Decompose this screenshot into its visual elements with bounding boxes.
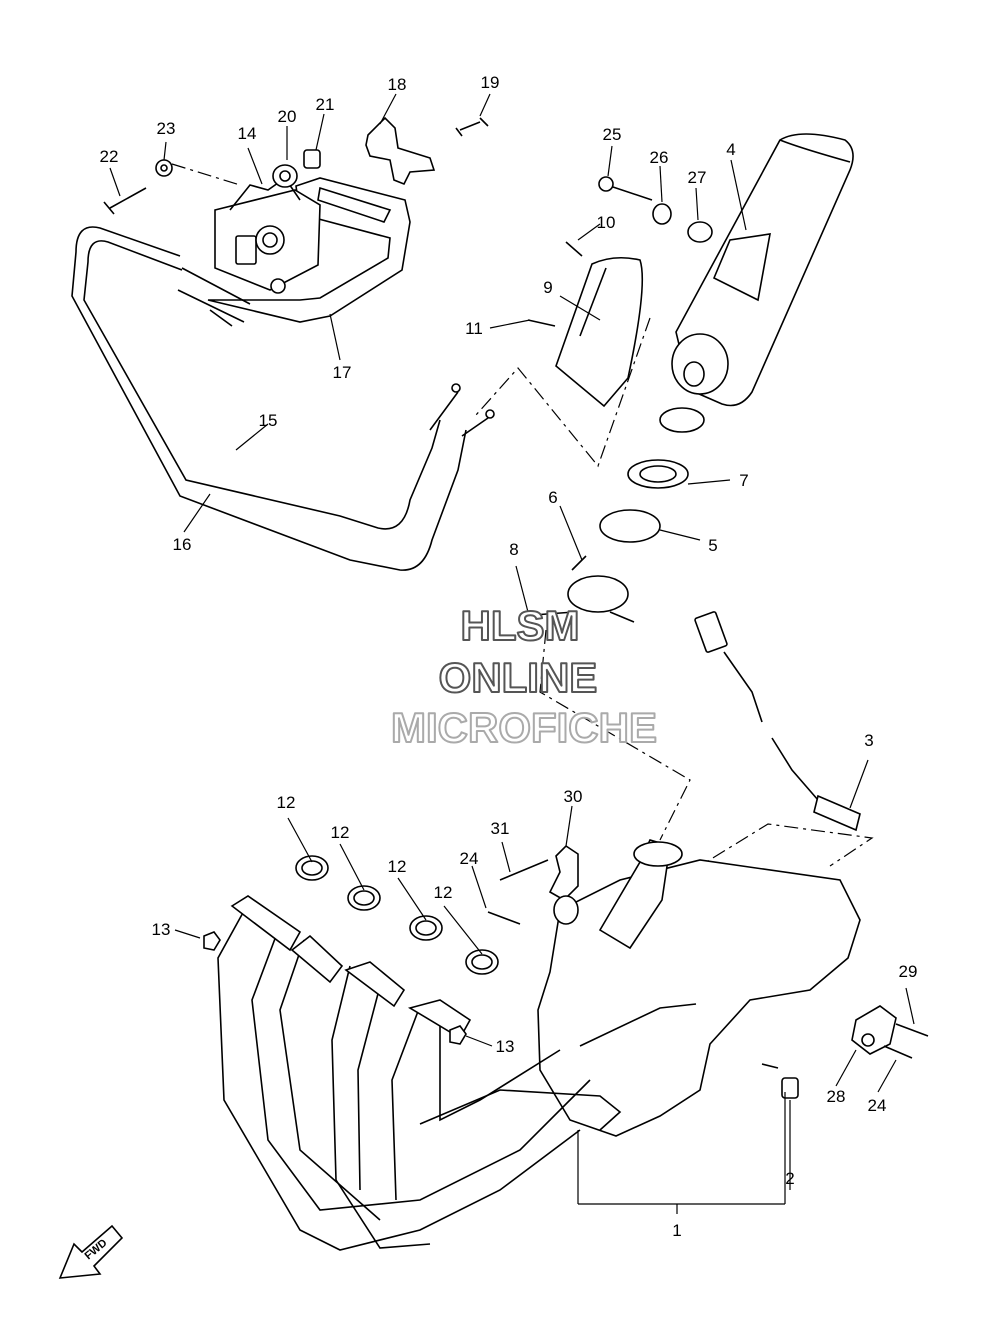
o2-sensor [694,611,861,832]
servo-motor-assembly [103,116,489,327]
callout-6: 6 [548,488,557,507]
watermark-line-1: HLSM [461,602,580,649]
callout-10: 10 [597,213,616,232]
callout-2: 2 [785,1169,794,1188]
callout-16: 16 [173,535,192,554]
callout-12-d: 12 [434,883,453,902]
callout-19: 19 [481,73,500,92]
callout-24-a: 24 [460,849,479,868]
callout-12-b: 12 [331,823,350,842]
callout-5: 5 [708,536,717,555]
exhaust-pipe-assembly [203,839,929,1251]
callout-12-a: 12 [277,793,296,812]
callout-28: 28 [827,1087,846,1106]
callout-9: 9 [543,278,552,297]
callout-13-b: 13 [496,1037,515,1056]
callout-22: 22 [100,147,119,166]
muffler-assembly [475,133,874,873]
throttle-cables [71,226,495,571]
callout-31: 31 [491,819,510,838]
callout-17: 17 [333,363,352,382]
callout-15: 15 [259,411,278,430]
callout-18: 18 [388,75,407,94]
watermark-line-3: MICROFICHE [391,704,657,751]
callout-13-a: 13 [152,920,171,939]
callout-labels: 1 2 3 4 5 6 7 8 9 10 11 12 12 12 12 13 1… [100,73,918,1240]
callout-27: 27 [688,168,707,187]
watermark-line-2: ONLINE [439,654,598,701]
callout-7: 7 [739,471,748,490]
callout-29: 29 [899,962,918,981]
forward-direction-arrow: FWD [58,1224,124,1279]
callout-25: 25 [603,125,622,144]
callout-24-b: 24 [868,1096,887,1115]
callout-21: 21 [316,95,335,114]
watermark: HLSM ONLINE MICROFICHE [390,601,658,752]
callout-4: 4 [726,140,735,159]
callout-26: 26 [650,148,669,167]
leader-lines [109,93,915,1214]
callout-20: 20 [278,107,297,126]
callout-8: 8 [509,540,518,559]
callout-1: 1 [672,1221,681,1240]
callout-3: 3 [864,731,873,750]
callout-23: 23 [157,119,176,138]
callout-12-c: 12 [388,857,407,876]
callout-30: 30 [564,787,583,806]
callout-14: 14 [238,124,257,143]
callout-11: 11 [465,319,483,338]
